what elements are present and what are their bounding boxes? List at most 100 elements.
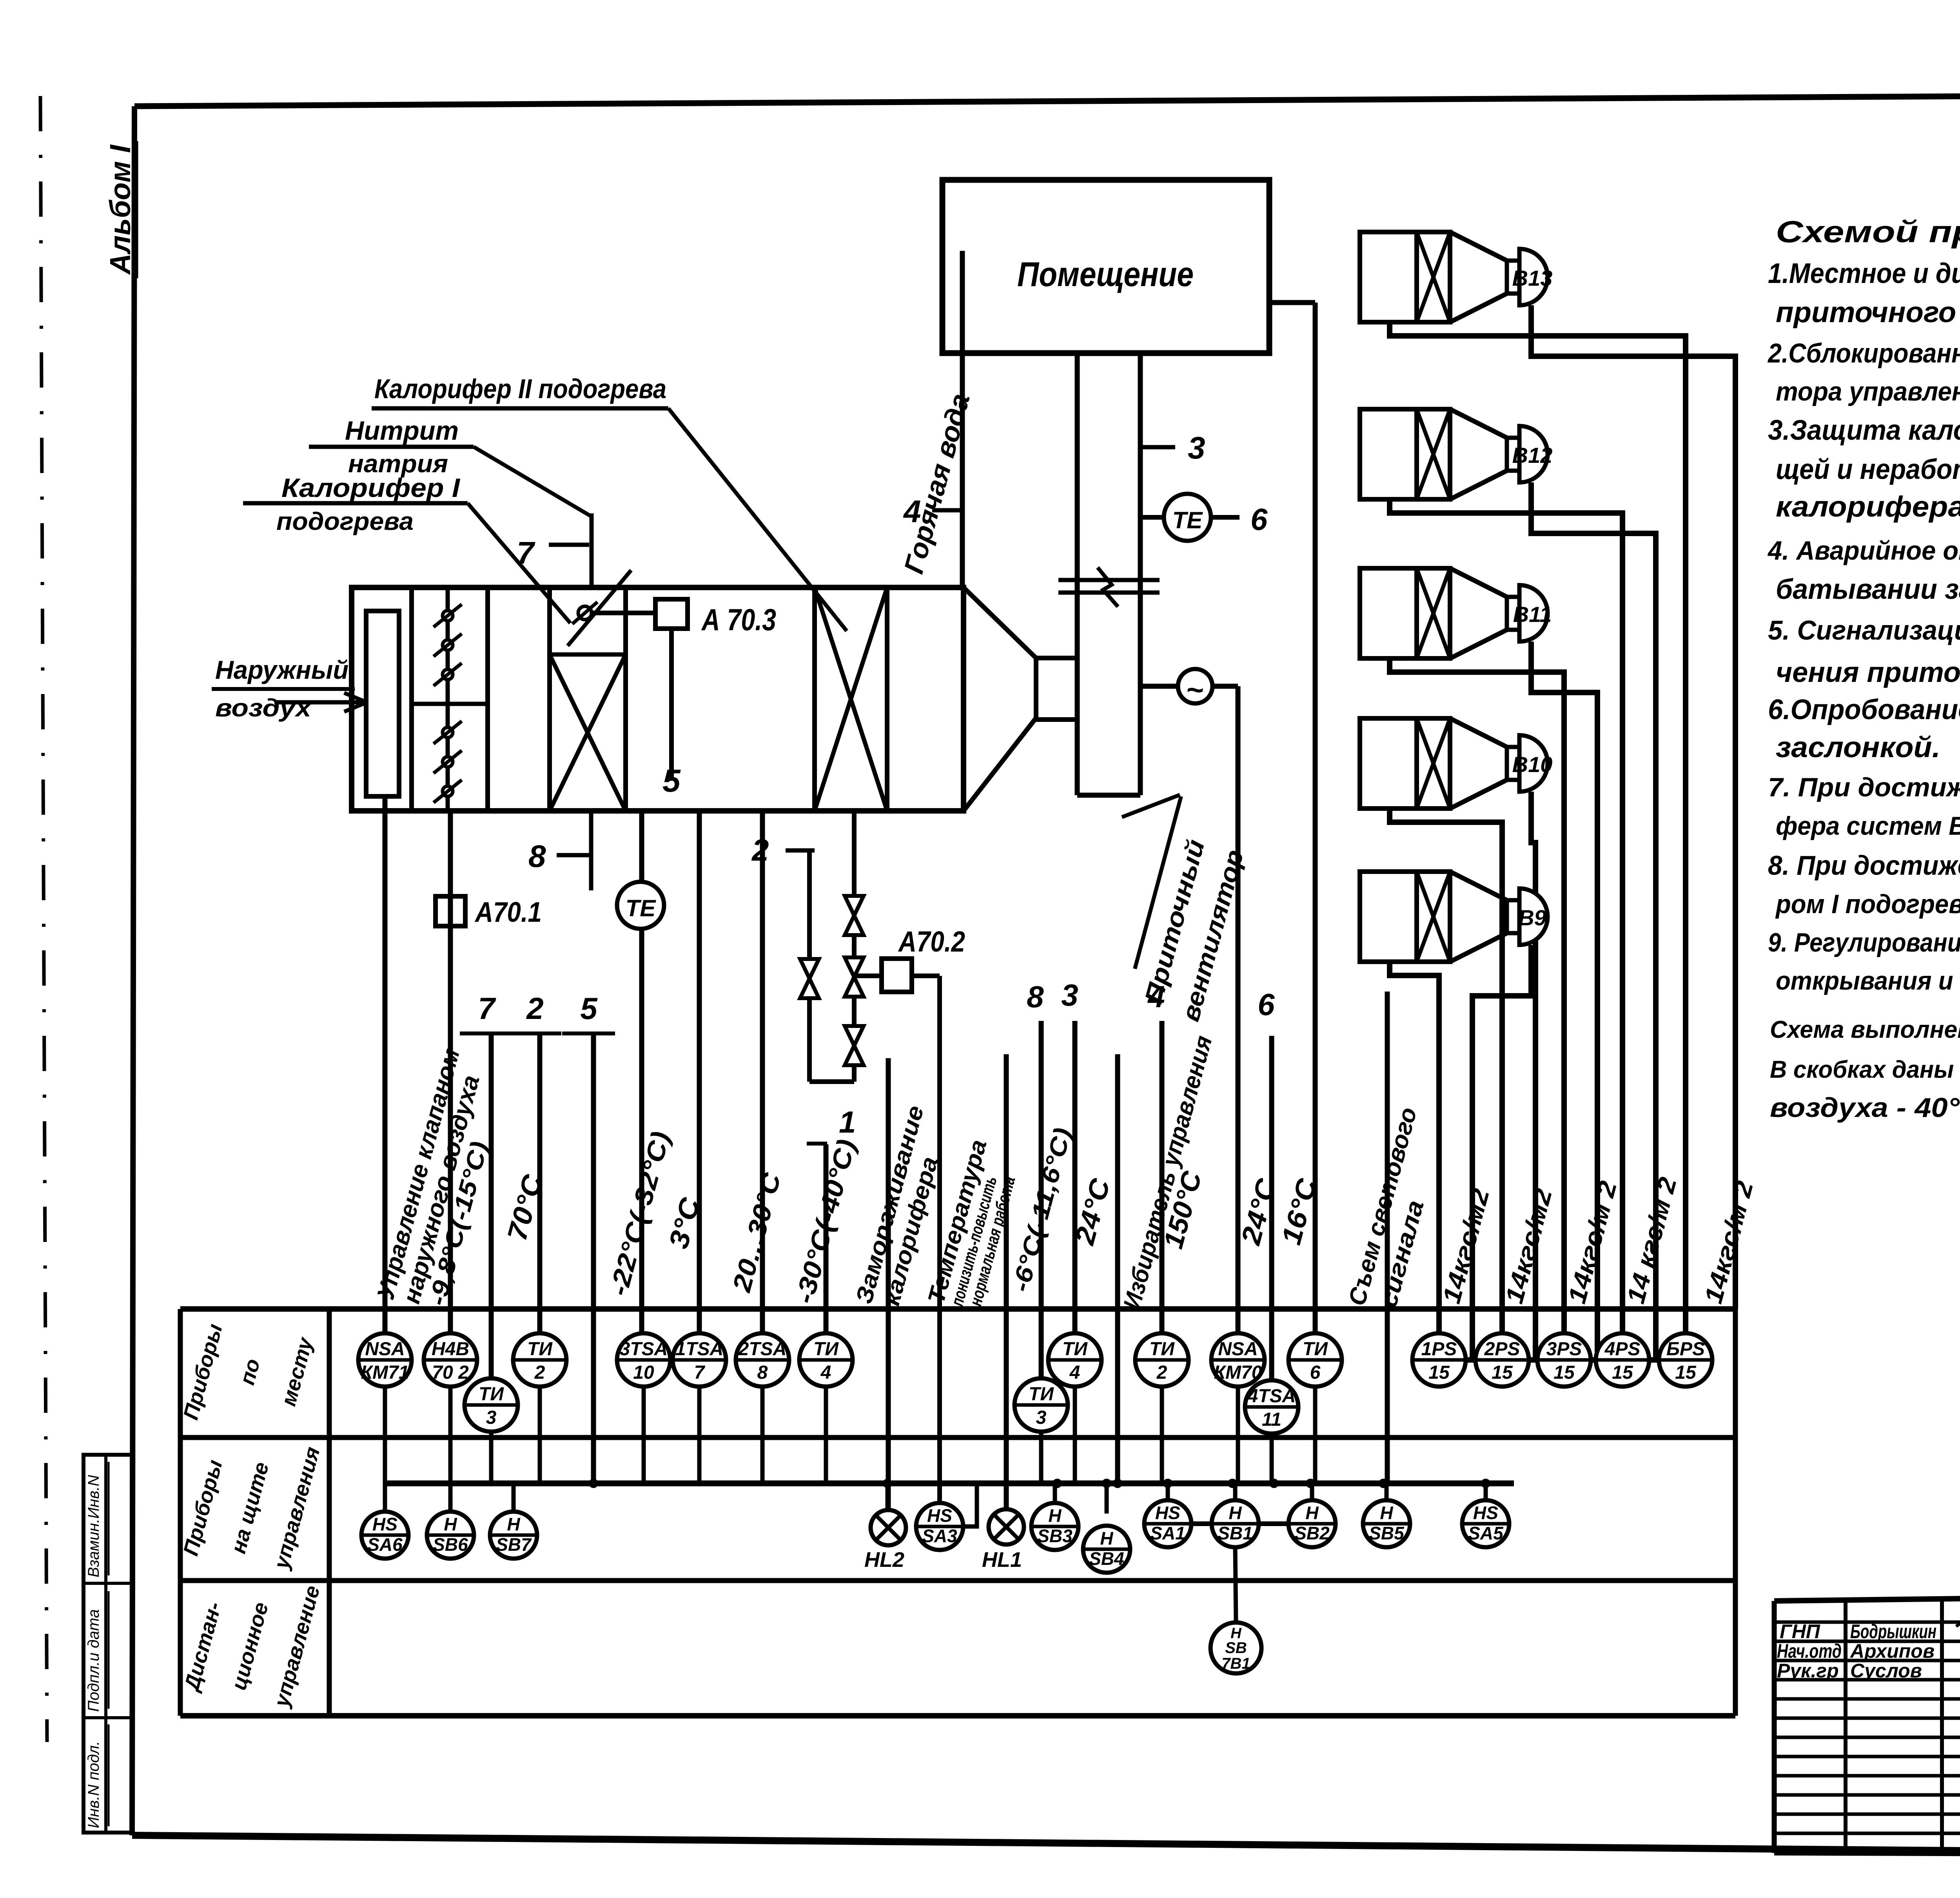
svg-text:3: 3 bbox=[486, 1407, 497, 1428]
svg-text:SА5: SА5 bbox=[1468, 1523, 1504, 1543]
svg-text:~: ~ bbox=[1187, 673, 1204, 707]
svg-text:NSА: NSА bbox=[365, 1339, 405, 1360]
svg-text:Калорифер I: Калорифер I bbox=[281, 473, 461, 503]
svg-text:НS: НS bbox=[1155, 1503, 1180, 1523]
svg-text:3.Защита калориферов от замо: 3.Защита калориферов от замораживания пр… bbox=[1768, 415, 1960, 446]
svg-text:подогрева: подогрева bbox=[276, 507, 414, 535]
svg-text:ТИ: ТИ bbox=[1303, 1339, 1328, 1360]
svg-text:NSА: NSА bbox=[1218, 1339, 1258, 1360]
svg-text:Н: Н bbox=[1380, 1503, 1393, 1523]
svg-text:Помещение: Помещение bbox=[1017, 255, 1194, 294]
svg-text:HL1: HL1 bbox=[982, 1548, 1022, 1572]
svg-text:батывании защиты от замора: батывании защиты от замораживания. bbox=[1776, 574, 1960, 605]
svg-text:НS: НS bbox=[1473, 1503, 1498, 1523]
svg-text:3РS: 3РS bbox=[1546, 1339, 1582, 1360]
svg-text:6: 6 bbox=[1310, 1362, 1321, 1383]
svg-text:5. Сигнализация нормальной р: 5. Сигнализация нормальной работы и авар… bbox=[1768, 615, 1960, 645]
svg-text:11: 11 bbox=[1262, 1409, 1281, 1430]
svg-text:SА3: SА3 bbox=[922, 1526, 957, 1546]
svg-text:2РS: 2РS bbox=[1484, 1339, 1520, 1360]
svg-text:7: 7 bbox=[694, 1362, 706, 1383]
svg-text:Нитрит: Нитрит bbox=[345, 416, 459, 446]
svg-text:В10: В10 bbox=[1512, 752, 1553, 777]
svg-text:Н4В: Н4В bbox=[432, 1339, 469, 1360]
svg-text:6.Опробование и автоматическ: 6.Опробование и автоматическое управлени… bbox=[1768, 694, 1960, 725]
svg-text:SА1: SА1 bbox=[1150, 1523, 1185, 1543]
svg-text:7: 7 bbox=[478, 991, 496, 1026]
svg-text:SВ4: SВ4 bbox=[1089, 1548, 1124, 1569]
svg-text:калорифера при пуске систем: калорифера при пуске систем ы. bbox=[1776, 490, 1960, 523]
svg-text:Рук.гр: Рук.гр bbox=[1777, 1660, 1839, 1682]
svg-text:SВ: SВ bbox=[1225, 1639, 1247, 1657]
svg-text:Альбом I: Альбом I bbox=[104, 144, 136, 275]
svg-text:ТЕ: ТЕ bbox=[1172, 507, 1203, 533]
svg-text:Архипов: Архипов bbox=[1849, 1640, 1935, 1662]
svg-text:1РS: 1РS bbox=[1421, 1339, 1457, 1360]
svg-text:15: 15 bbox=[1553, 1362, 1575, 1383]
svg-text:5: 5 bbox=[580, 991, 598, 1026]
svg-text:Н: Н bbox=[507, 1514, 520, 1534]
svg-text:5: 5 bbox=[662, 763, 681, 799]
svg-text:4. Аварийное отключение прит: 4. Аварийное отключение приточного венти… bbox=[1767, 536, 1960, 566]
svg-text:ТЕ: ТЕ bbox=[626, 895, 657, 921]
svg-text:8: 8 bbox=[528, 839, 546, 874]
svg-text:щей и неработающей системе,: щей и неработающей системе, автоматическ… bbox=[1776, 454, 1960, 485]
svg-text:4: 4 bbox=[820, 1362, 831, 1383]
svg-text:ТИ: ТИ bbox=[1062, 1339, 1088, 1360]
svg-text:воздух: воздух bbox=[215, 694, 312, 722]
svg-text:Н: Н bbox=[1305, 1503, 1319, 1523]
svg-text:4: 4 bbox=[1147, 979, 1165, 1014]
svg-text:SВ6: SВ6 bbox=[433, 1534, 468, 1555]
svg-text:1.Местное и дистанционное упра: 1.Местное и дистанционное управление эле… bbox=[1768, 258, 1960, 289]
svg-text:ром I подогрева выше-22°(-32°: ром I подогрева выше-22°(-32°) заслонка … bbox=[1775, 889, 1960, 919]
svg-text:HL2: HL2 bbox=[864, 1548, 904, 1572]
svg-text:2ТSА: 2ТSА bbox=[738, 1339, 787, 1360]
svg-text:Н: Н bbox=[1100, 1528, 1113, 1548]
svg-text:3ТSА: 3ТSА bbox=[620, 1339, 668, 1360]
svg-text:В12: В12 bbox=[1512, 443, 1553, 468]
svg-text:КМ70: КМ70 bbox=[1214, 1362, 1262, 1383]
svg-text:8: 8 bbox=[1027, 979, 1044, 1014]
svg-text:НS: НS bbox=[927, 1505, 952, 1526]
svg-text:ТИ: ТИ bbox=[479, 1384, 504, 1405]
svg-text:Суслов: Суслов bbox=[1850, 1660, 1922, 1682]
svg-text:4: 4 bbox=[1069, 1362, 1080, 1383]
svg-text:6: 6 bbox=[1258, 987, 1275, 1022]
svg-text:ТИ: ТИ bbox=[813, 1339, 839, 1360]
svg-text:SВ2: SВ2 bbox=[1294, 1523, 1330, 1543]
svg-text:В9: В9 bbox=[1518, 905, 1546, 930]
svg-text:В11: В11 bbox=[1513, 602, 1552, 627]
svg-text:Н: Н bbox=[444, 1514, 457, 1534]
svg-text:БРS: БРS bbox=[1666, 1339, 1705, 1360]
svg-text:Нач.отд: Нач.отд bbox=[1777, 1640, 1842, 1662]
svg-text:8. При достижении температу: 8. При достижении температуры воздуха за… bbox=[1768, 850, 1960, 881]
svg-text:Подпл.и дата: Подпл.и дата bbox=[85, 1609, 102, 1712]
svg-text:15: 15 bbox=[1612, 1362, 1633, 1383]
svg-text:Взамин.Инв.N: Взамин.Инв.N bbox=[85, 1475, 102, 1577]
svg-text:Н: Н bbox=[1230, 1625, 1242, 1642]
svg-text:4: 4 bbox=[903, 494, 921, 529]
svg-text:8: 8 bbox=[757, 1362, 768, 1383]
svg-text:2: 2 bbox=[1156, 1362, 1167, 1383]
svg-text:3: 3 bbox=[1036, 1407, 1047, 1428]
svg-text:4ТSА: 4ТSА bbox=[1247, 1386, 1296, 1407]
svg-text:3: 3 bbox=[1061, 978, 1078, 1012]
svg-text:А70.1: А70.1 bbox=[474, 897, 542, 928]
svg-text:6: 6 bbox=[1250, 502, 1268, 537]
svg-text:А 70.3: А 70.3 bbox=[701, 602, 776, 637]
svg-text:Наружный: Наружный bbox=[215, 655, 348, 684]
svg-text:заслонкой.: заслонкой. bbox=[1776, 731, 1940, 763]
svg-text:SВ1: SВ1 bbox=[1218, 1523, 1252, 1543]
svg-text:SВ3: SВ3 bbox=[1037, 1526, 1073, 1546]
svg-text:10: 10 bbox=[633, 1362, 654, 1383]
svg-text:1ТSА: 1ТSА bbox=[675, 1339, 724, 1360]
svg-text:В13: В13 bbox=[1512, 266, 1553, 290]
svg-text:Схемой предусматривается:: Схемой предусматривается: bbox=[1776, 214, 1960, 249]
svg-text:7. При достижении перепада д: 7. При достижении перепада давления до и… bbox=[1768, 772, 1960, 802]
svg-text:Калорифер II подогрева: Калорифер II подогрева bbox=[374, 373, 666, 404]
svg-text:15: 15 bbox=[1428, 1362, 1450, 1383]
svg-text:70 2: 70 2 bbox=[432, 1362, 469, 1383]
svg-text:КМ71: КМ71 bbox=[361, 1362, 409, 1383]
svg-text:1: 1 bbox=[839, 1105, 856, 1139]
svg-text:В скобках даны значения темп: В скобках даны значения температур при т… bbox=[1770, 1056, 1960, 1083]
